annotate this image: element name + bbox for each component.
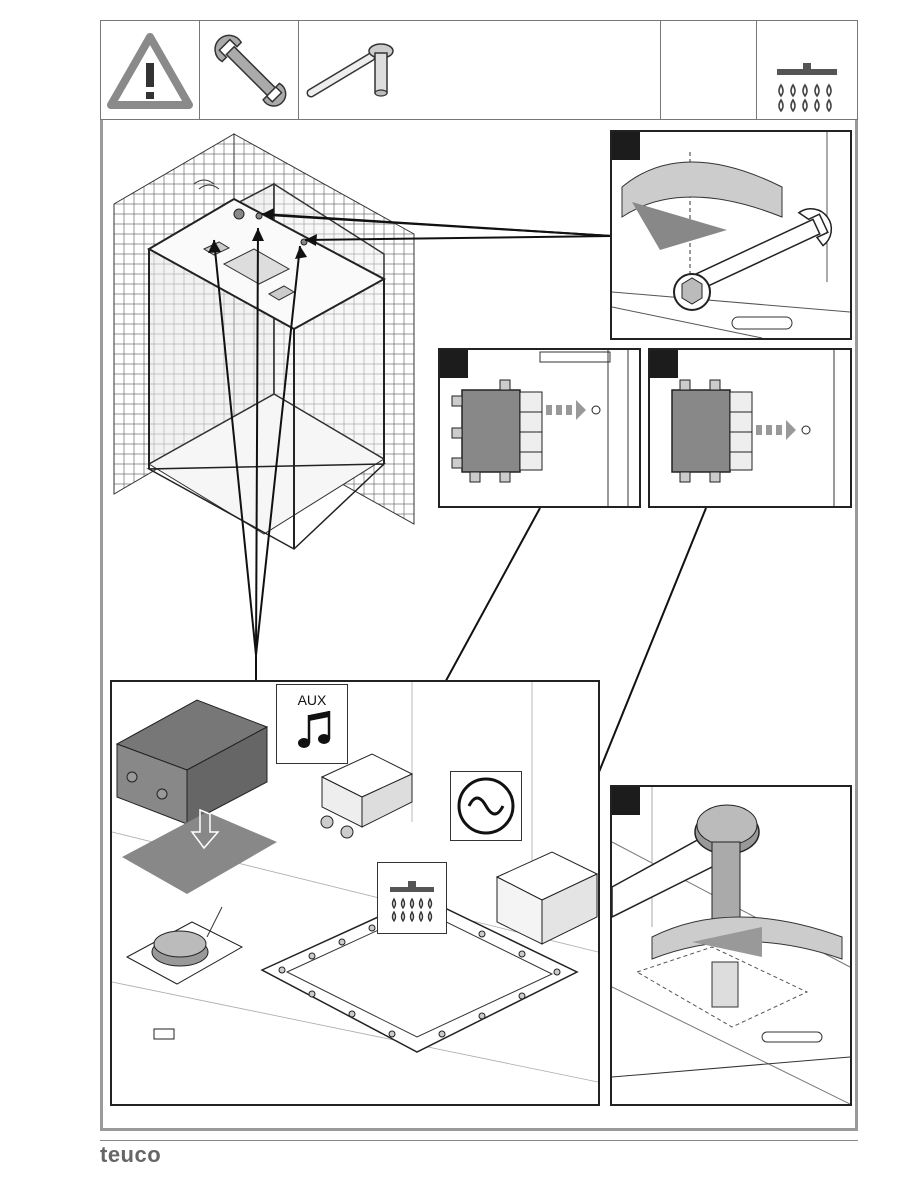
roof-detail-panel (110, 680, 600, 1106)
music-note-icon: AUX (277, 685, 347, 763)
brand-logo: teuco (100, 1142, 161, 1168)
detail-panel-module-2 (648, 348, 852, 508)
wrench-detail-illustration (612, 132, 850, 338)
panel-marker (612, 787, 640, 815)
shower-icon (378, 863, 446, 933)
shower-callout (377, 862, 447, 934)
socket-detail-illustration (612, 787, 850, 1104)
aux-callout: AUX (276, 684, 348, 764)
detail-panel-module-1 (438, 348, 641, 508)
footer-divider (100, 1140, 858, 1141)
panel-marker (440, 350, 468, 378)
module-detail-illustration-1 (440, 350, 639, 506)
detail-panel-wrench (610, 130, 852, 340)
module-detail-illustration-2 (650, 350, 850, 506)
aux-label: AUX (298, 692, 327, 708)
panel-marker (650, 350, 678, 378)
roof-detail-illustration (112, 682, 598, 1104)
detail-panel-socket (610, 785, 852, 1106)
ac-sine-icon (451, 772, 521, 840)
panel-marker (612, 132, 640, 160)
ac-power-callout (450, 771, 522, 841)
